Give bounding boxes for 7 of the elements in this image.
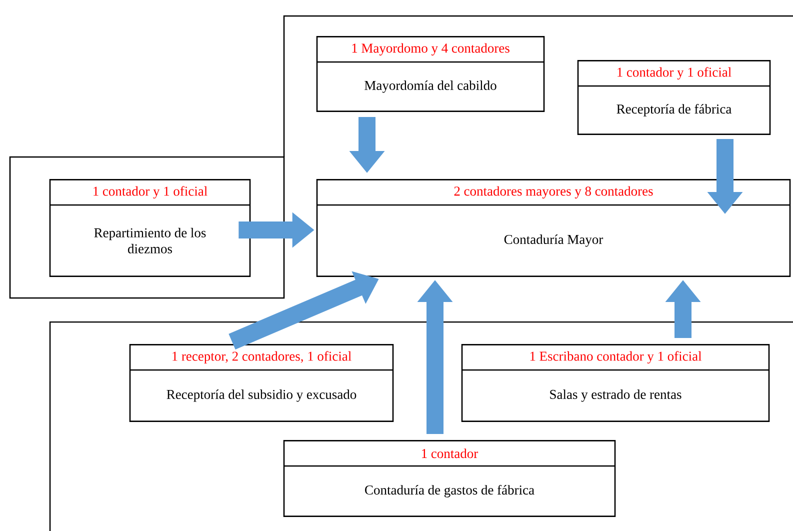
labeled-box: 1 contador Contaduría de gastos de fábrica [283,440,616,517]
labeled-box: 2 contadores mayores y 8 contadores Contaduría Mayor [316,179,791,277]
labeled-box: 1 contador y 1 oficial Repartimiento de los diezmos [49,179,251,277]
labeled-box: 1 Mayordomo y 4 contadores Mayordomía del cabildo [316,36,545,112]
labeled-box: 1 contador y 1 oficial Receptoría de fábrica [577,60,771,135]
labeled-box: 1 Escribano contador y 1 oficial Salas y estrado de rentas [461,344,770,422]
labeled-box: 1 receptor, 2 contadores, 1 oficial Receptoría del subsidio y excusado [129,344,394,422]
